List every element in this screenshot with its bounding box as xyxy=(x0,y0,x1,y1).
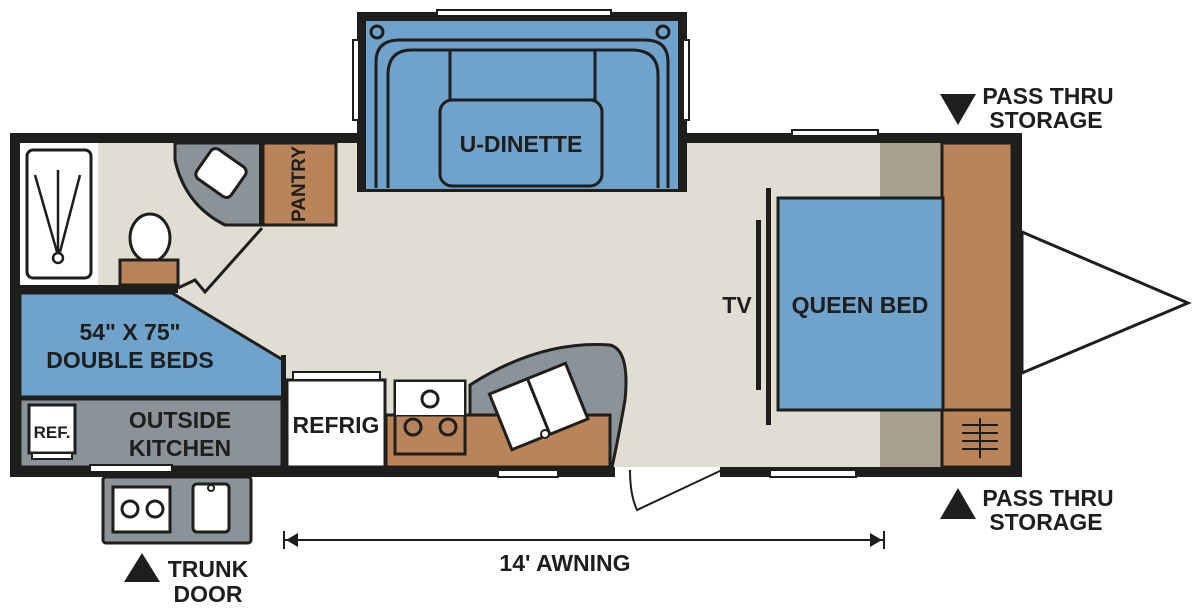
shower-drain-lines xyxy=(33,170,82,253)
toilet xyxy=(128,212,172,264)
refrig-label: REFRIG xyxy=(293,412,380,438)
window-bottom-mid xyxy=(497,469,559,478)
window-top-slide xyxy=(436,9,612,17)
entry-door-opening xyxy=(615,467,720,478)
exterior-cooktop xyxy=(111,485,172,534)
arrow-up-icon xyxy=(940,488,976,519)
wardrobe-hangers xyxy=(962,418,998,458)
hitch xyxy=(1020,229,1192,376)
dinette-bolt-right xyxy=(655,24,671,40)
awning-label: 14' AWNING xyxy=(499,550,630,576)
pantry-wall xyxy=(259,143,264,226)
burner xyxy=(438,417,458,437)
headboard-storage xyxy=(940,141,1014,469)
dinette-bolt-left xyxy=(369,24,385,40)
window-bottom-left xyxy=(89,464,173,473)
tv-wall xyxy=(766,188,771,425)
pass-thru-top-1: PASS THRU xyxy=(982,83,1113,109)
tv xyxy=(756,220,761,390)
window-bottom-right xyxy=(769,469,857,478)
dinette-seat-outline xyxy=(374,38,670,188)
toilet-tank xyxy=(118,258,180,287)
refrigerator-door xyxy=(292,371,381,381)
pantry-label: PANTRY xyxy=(289,146,310,222)
window-slide-right xyxy=(682,39,690,121)
burner xyxy=(145,499,165,519)
bath-wall xyxy=(10,285,178,293)
burner xyxy=(403,417,423,437)
dinette-table xyxy=(438,98,604,188)
shower-drain xyxy=(51,251,65,265)
bath-door xyxy=(177,227,264,295)
window-top-front xyxy=(791,129,879,137)
queen-bed-label: QUEEN BED xyxy=(792,292,929,318)
pass-thru-bottom-2: STORAGE xyxy=(989,509,1102,535)
entry-door xyxy=(629,469,723,512)
pass-thru-bottom-1: PASS THRU xyxy=(982,485,1113,511)
trunk-label-1: TRUNK xyxy=(168,556,249,582)
queen-bed xyxy=(776,196,945,412)
burner xyxy=(420,389,440,409)
vanity-sink xyxy=(194,147,248,199)
pass-thru-top-2: STORAGE xyxy=(989,107,1102,133)
awning-dimension xyxy=(283,531,885,549)
outside-label: OUTSIDE xyxy=(129,407,231,433)
kitchen-sink xyxy=(487,361,590,452)
arrow-up-icon xyxy=(124,553,160,582)
arrow-down-icon xyxy=(940,94,976,125)
faucet-icon xyxy=(207,484,215,492)
tv-label: TV xyxy=(722,292,752,318)
dinette-label: U-DINETTE xyxy=(460,131,583,157)
trunk-label-2: DOOR xyxy=(174,581,243,607)
ref-label: REF. xyxy=(34,423,71,442)
stove xyxy=(393,379,467,456)
double-beds-size: 54" X 75" xyxy=(79,319,180,345)
double-beds-label: DOUBLE BEDS xyxy=(46,347,213,373)
window-slide-left xyxy=(352,39,360,121)
burner xyxy=(120,499,140,519)
kitchen-label: KITCHEN xyxy=(129,435,231,461)
faucet-icon xyxy=(540,429,550,439)
outside-fridge-base xyxy=(31,452,73,460)
